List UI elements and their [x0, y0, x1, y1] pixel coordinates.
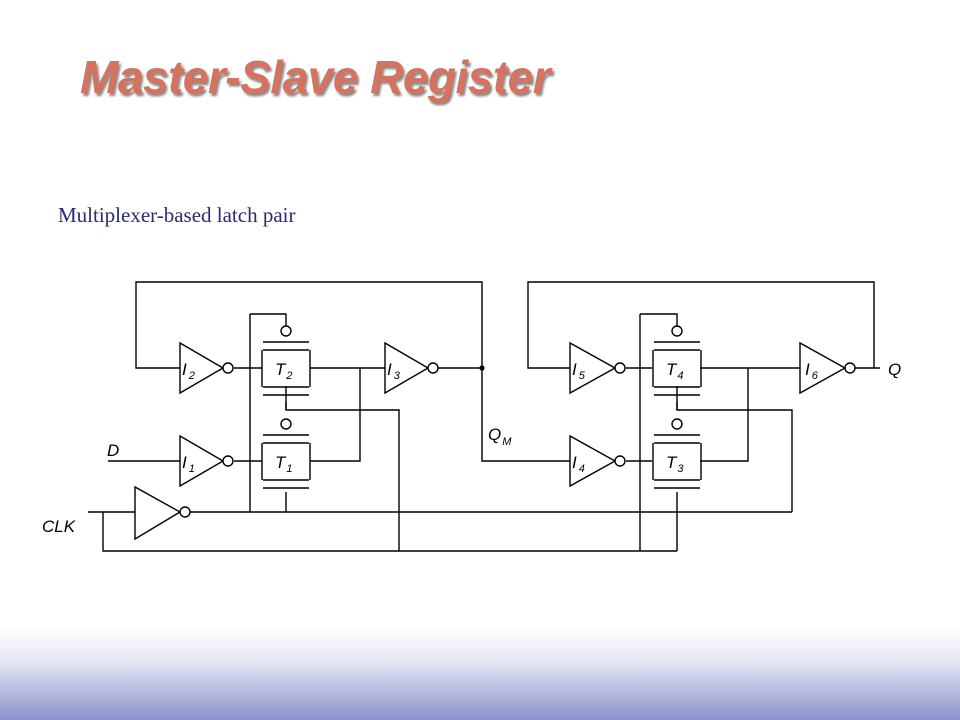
inverter-i3 — [384, 341, 439, 395]
t3-out-wire — [700, 368, 749, 462]
inverter-i4 — [569, 434, 626, 488]
t2-top-gate-line — [250, 313, 287, 326]
inverter-clk — [134, 485, 191, 541]
label-clk: CLK — [42, 517, 76, 536]
label-t2: T2 — [275, 360, 293, 382]
inverter-i6 — [799, 341, 856, 395]
label-t1: T1 — [275, 453, 293, 475]
t1-out-wire — [310, 368, 361, 462]
label-q: Q — [888, 360, 901, 379]
qm-junction-dot — [479, 365, 485, 371]
slide-title: Master-Slave Register — [80, 51, 551, 103]
label-qm: QM — [488, 425, 512, 448]
t4-bottom-gate-line — [676, 386, 793, 512]
transmission-gate-t3 — [652, 418, 702, 489]
clk-wire — [102, 512, 677, 552]
slide-subtitle: Multiplexer-based latch pair — [58, 203, 296, 227]
inverter-i5 — [569, 341, 626, 395]
transmission-gate-t1 — [261, 418, 311, 489]
label-t3: T3 — [666, 453, 684, 475]
slave-feedback-wire — [527, 281, 875, 369]
inverter-i1 — [179, 434, 234, 488]
inverter-i2 — [179, 341, 234, 395]
transmission-gate-t4 — [652, 325, 702, 396]
t4-top-gate-line — [640, 313, 678, 326]
label-d: D — [107, 441, 119, 460]
t2-bottom-gate-line — [285, 386, 400, 551]
master-feedback-wire — [135, 281, 483, 369]
qm-wire — [481, 368, 570, 462]
transmission-gate-t2 — [261, 325, 311, 396]
label-t4: T4 — [666, 360, 684, 382]
